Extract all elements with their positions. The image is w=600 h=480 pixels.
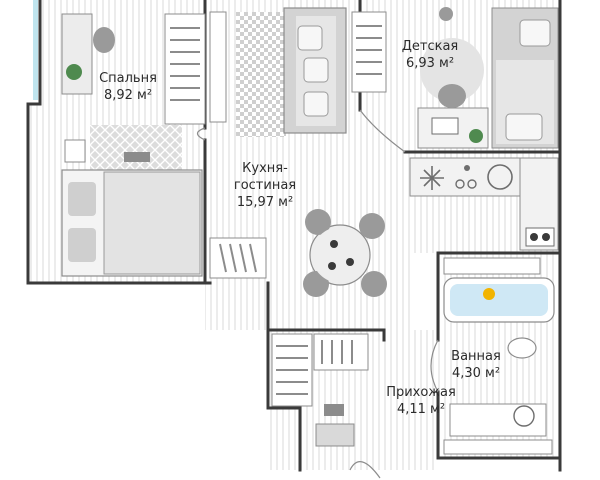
chair-3 bbox=[361, 271, 387, 297]
bedroom-rug bbox=[90, 125, 182, 170]
hall-hangers bbox=[276, 345, 308, 395]
bedroom-chair bbox=[93, 27, 115, 53]
room-area-bath: 4,30 м² bbox=[451, 366, 501, 381]
kids-pillow bbox=[519, 19, 551, 47]
room-name-kitchen-line2: гостиная bbox=[233, 178, 297, 193]
bath-washer bbox=[513, 405, 535, 427]
bath-shelf bbox=[443, 257, 541, 275]
chair-1 bbox=[305, 209, 331, 235]
plate-3 bbox=[328, 262, 336, 270]
hall-mat bbox=[315, 423, 355, 447]
room-label-bedroom: Спальня 8,92 м² bbox=[88, 70, 168, 104]
counter-top bbox=[409, 157, 521, 197]
bedroom-nightstand bbox=[64, 139, 86, 163]
hall-slippers bbox=[324, 404, 344, 416]
room-label-kitchen: Кухня- гостиная 15,97 м² bbox=[220, 160, 310, 211]
hall-bench-lines bbox=[321, 340, 353, 364]
bed-blanket bbox=[103, 171, 201, 275]
sofa-cushion-3 bbox=[303, 91, 329, 117]
chair-2 bbox=[359, 213, 385, 239]
chair-4 bbox=[303, 271, 329, 297]
wardrobe-hangers bbox=[170, 27, 200, 101]
bath-bottom-shelf bbox=[443, 439, 553, 455]
room-area-kitchen: 15,97 м² bbox=[236, 195, 294, 210]
hall-furniture bbox=[271, 333, 369, 447]
kids-round-rug bbox=[420, 38, 484, 102]
bedroom-furniture bbox=[61, 13, 206, 277]
window-left bbox=[33, 0, 38, 100]
living-furniture bbox=[209, 7, 387, 297]
bedroom-plant bbox=[66, 64, 82, 80]
sink-icon bbox=[455, 165, 477, 189]
bedroom-slippers bbox=[124, 152, 150, 162]
bedroom-wardrobe bbox=[164, 13, 206, 125]
room-label-bath: Ванная 4,30 м² bbox=[438, 348, 514, 382]
bath-water bbox=[450, 284, 548, 316]
room-name-bedroom: Спальня bbox=[99, 71, 157, 86]
room-name-kids: Детская bbox=[401, 39, 459, 54]
radiator-lines bbox=[219, 243, 257, 273]
plate-2 bbox=[346, 258, 354, 266]
room-name-bath: Ванная bbox=[451, 349, 501, 364]
radiator-shelf bbox=[209, 237, 267, 279]
sofa-cushion-1 bbox=[297, 25, 323, 51]
room-area-hall: 4,11 м² bbox=[396, 402, 446, 417]
kids-pillow-2 bbox=[505, 113, 543, 141]
tv-cabinet bbox=[209, 11, 227, 123]
walls bbox=[26, 0, 562, 472]
door-kids bbox=[359, 109, 406, 153]
kitchen-counter bbox=[409, 157, 559, 251]
rug-checker bbox=[236, 12, 286, 137]
ball bbox=[439, 7, 453, 21]
shelf-right bbox=[351, 11, 387, 93]
fridge-snowflake-icon bbox=[420, 166, 444, 190]
plate-1 bbox=[330, 240, 338, 248]
room-name-kitchen-line1: Кухня- bbox=[242, 161, 288, 176]
bedroom-desk bbox=[61, 13, 93, 95]
room-label-hall: Прихожая 4,11 м² bbox=[376, 384, 466, 418]
kids-furniture bbox=[417, 7, 559, 149]
kitchen-left-wall bbox=[266, 281, 386, 472]
door-entrance bbox=[349, 461, 381, 479]
room-area-kids: 6,93 м² bbox=[405, 56, 455, 71]
stove-icon bbox=[525, 227, 555, 247]
sofa-cushion-2 bbox=[303, 57, 329, 83]
kids-chair bbox=[438, 84, 466, 108]
room-name-hall: Прихожая bbox=[386, 385, 456, 400]
shelf-books bbox=[356, 25, 382, 75]
door-bedroom bbox=[196, 127, 206, 141]
washing-machine-icon bbox=[487, 164, 513, 190]
toilet-icon bbox=[507, 337, 537, 359]
doors bbox=[196, 109, 439, 479]
door-bath bbox=[430, 339, 439, 393]
room-area-bedroom: 8,92 м² bbox=[103, 88, 153, 103]
bath-fixtures bbox=[443, 257, 555, 455]
kids-plant bbox=[469, 129, 483, 143]
laptop bbox=[431, 117, 459, 135]
room-label-kids: Детская 6,93 м² bbox=[392, 38, 468, 72]
rubber-duck bbox=[483, 288, 495, 300]
bed-pillow-2 bbox=[68, 228, 96, 262]
bed-pillow-1 bbox=[68, 182, 96, 216]
dining-table-top bbox=[312, 227, 368, 283]
